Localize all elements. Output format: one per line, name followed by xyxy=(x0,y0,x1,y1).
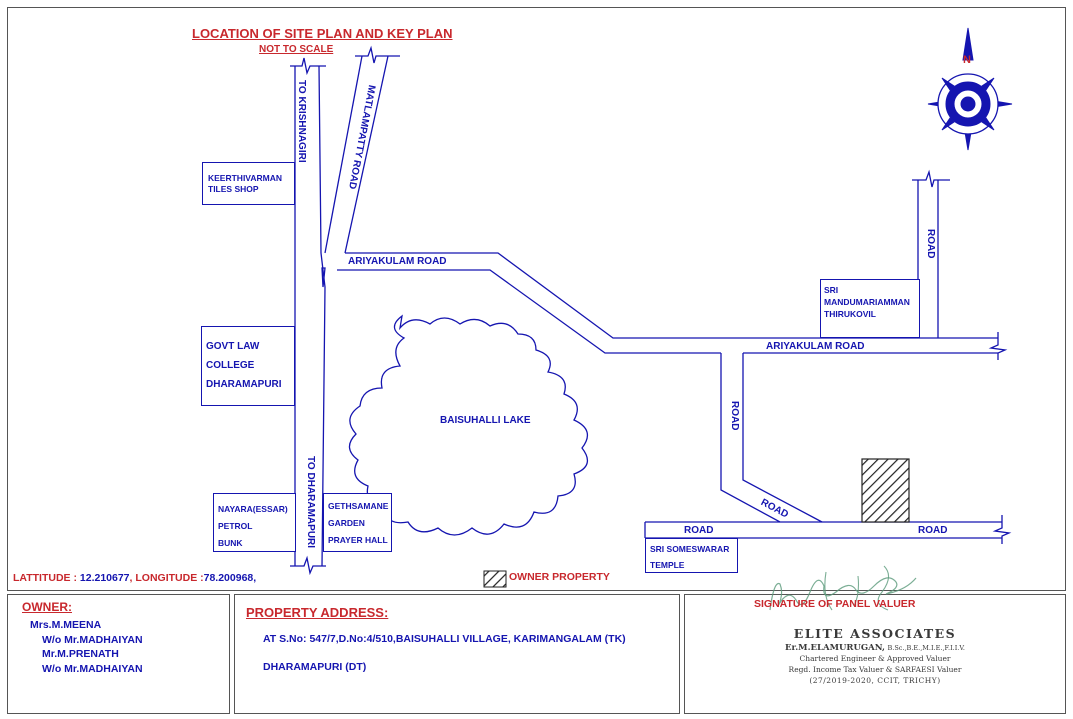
road-label-bottom-left: ROAD xyxy=(684,525,714,536)
address-line-2: DHARAMAPURI (DT) xyxy=(263,661,367,673)
owner-property-legend-swatch xyxy=(483,570,507,588)
owner-property-legend-label: OWNER PROPERTY xyxy=(509,571,610,583)
landmark-someswarar-temple: SRI SOMESWARAR TEMPLE xyxy=(645,538,738,573)
road-label-middle-vertical: ROAD xyxy=(729,401,740,431)
ariyakulam-road-upper xyxy=(345,252,998,339)
matlampatty-road-edge-1 xyxy=(324,55,363,254)
road-label-right-vertical: ROAD xyxy=(925,229,936,259)
site-plan-frame xyxy=(7,7,1066,591)
road-label-ariyakulam-1: ARIYAKULAM ROAD xyxy=(348,256,447,267)
latitude-label: LATTITUDE : xyxy=(13,572,77,584)
ariyakulam-road-lower xyxy=(337,269,721,354)
road-label-bottom-right: ROAD xyxy=(918,525,948,536)
landmark-nayara-petrol-bunk: NAYARA(ESSAR) PETROL BUNK xyxy=(213,493,296,552)
owner-line-1: Mrs.M.MEENA xyxy=(30,619,102,631)
valuer-line-1: Chartered Engineer & Approved Valuer xyxy=(799,654,951,663)
landmark-gethsamane-prayer-hall: GETHSAMANE GARDEN PRAYER HALL xyxy=(323,493,392,552)
compass-north-label: N xyxy=(963,54,971,66)
valuer-name-line: Er.M.ELAMURUGAN, B.Sc.,B.E.,M.I.E.,F.I.I… xyxy=(684,643,1066,653)
address-line-1: AT S.No: 547/7,D.No:4/510,BAISUHALLI VIL… xyxy=(263,633,626,645)
owner-line-4: W/o Mr.MADHAIYAN xyxy=(42,663,143,675)
owner-heading: OWNER: xyxy=(22,600,72,614)
longitude-label: , LONGITUDE : xyxy=(129,572,204,584)
address-panel xyxy=(234,594,680,714)
lake-label: BAISUHALLI LAKE xyxy=(440,415,531,426)
road-label-to-dharamapuri: TO DHARAMAPURI xyxy=(305,456,316,549)
main-road-right-edge xyxy=(318,65,326,567)
landmark-keerthivarman-tiles: KEERTHIVARMAN TILES SHOP xyxy=(202,162,295,205)
latitude-value: 12.210677 xyxy=(79,572,130,584)
matlampatty-road-edge-2 xyxy=(344,55,389,254)
firm-name: ELITE ASSOCIATES xyxy=(793,626,957,641)
owner-property-plot xyxy=(861,458,910,523)
road-label-to-krishnagiri: TO KRISHNAGIRI xyxy=(296,80,307,163)
valuer-name: Er.M.ELAMURUGAN, xyxy=(785,643,885,653)
signature-heading: SIGNATURE OF PANEL VALUER xyxy=(754,598,916,610)
valuer-line-3: (27/2019-2020, CCIT, TRICHY) xyxy=(809,676,941,685)
north-compass xyxy=(927,27,1013,151)
valuer-line-2: Regd. Income Tax Valuer & SARFAESI Value… xyxy=(788,665,962,674)
valuer-qualifications: B.Sc.,B.E.,M.I.E.,F.I.I.V. xyxy=(887,644,965,652)
owner-line-2: W/o Mr.MADHAIYAN xyxy=(42,634,143,646)
road-label-ariyakulam-2: ARIYAKULAM ROAD xyxy=(766,341,865,352)
address-heading: PROPERTY ADDRESS: xyxy=(246,605,389,620)
middle-road-right xyxy=(742,353,823,523)
owner-line-3: Mr.M.PRENATH xyxy=(42,648,119,660)
owner-panel xyxy=(7,594,230,714)
longitude-value: 78.200968, xyxy=(203,572,257,584)
landmark-mandumariamman-temple: SRI MANDUMARIAMMAN THIRUKOVIL xyxy=(820,279,920,338)
baisuhalli-lake xyxy=(348,314,589,536)
landmark-govt-law-college: GOVT LAW COLLEGE DHARAMAPURI xyxy=(201,326,295,406)
scale-note: NOT TO SCALE xyxy=(259,44,334,55)
coordinates-line: LATTITUDE : 12.210677, LONGITUDE :78.200… xyxy=(13,572,256,584)
page-title: LOCATION OF SITE PLAN AND KEY PLAN xyxy=(192,26,453,41)
